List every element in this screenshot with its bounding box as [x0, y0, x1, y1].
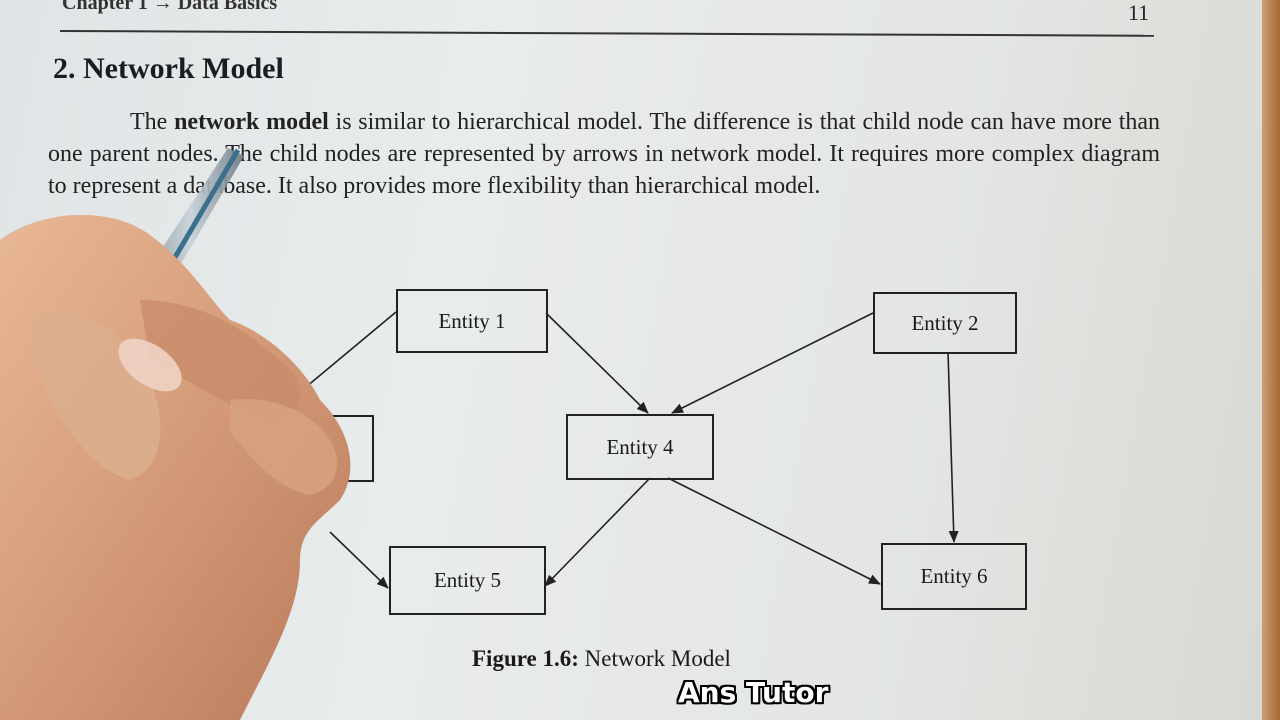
- book-page-edge: [1262, 0, 1280, 720]
- page-number: 11: [1128, 0, 1150, 25]
- entity-4-label: Entity 4: [606, 434, 674, 459]
- figure-caption: Figure 1.6: Network Model: [472, 646, 731, 672]
- arrow-e3-e5: [329, 531, 389, 589]
- entity-5-box: Entity 5: [389, 546, 546, 615]
- arrow-e4-e5: [544, 477, 651, 587]
- entity-2-label: Entity 2: [911, 310, 979, 335]
- arrow-e4-e6: [667, 477, 881, 585]
- entity-4-box: Entity 4: [566, 414, 714, 480]
- thumb-nail: [118, 338, 182, 392]
- channel-watermark: Ans Tutor: [678, 676, 829, 709]
- figure-caption-label: Figure 1.6:: [472, 646, 579, 671]
- finger: [140, 300, 301, 420]
- paragraph-bold-term: network model: [174, 109, 329, 135]
- section-title: 2. Network Model: [53, 52, 284, 85]
- entity-6-box: Entity 6: [881, 543, 1027, 610]
- arrow-e2-e6: [947, 351, 959, 543]
- entity-5-label: Entity 5: [433, 568, 502, 592]
- paragraph-pre: The: [130, 109, 175, 135]
- entity-2-box: Entity 2: [873, 292, 1017, 354]
- entity-6-label: Entity 6: [920, 564, 988, 588]
- knuckle: [230, 399, 338, 495]
- chapter-header: Chapter 1 → Data Basics: [62, 0, 278, 14]
- figure-caption-text: Network Model: [578, 646, 731, 671]
- entity-1-label: Entity 1: [438, 308, 506, 333]
- line-e1-e3: [299, 311, 397, 393]
- entity-1-box: Entity 1: [396, 289, 548, 353]
- arrow-e1-e4: [545, 312, 649, 414]
- arrow-e2-e4: [671, 312, 874, 414]
